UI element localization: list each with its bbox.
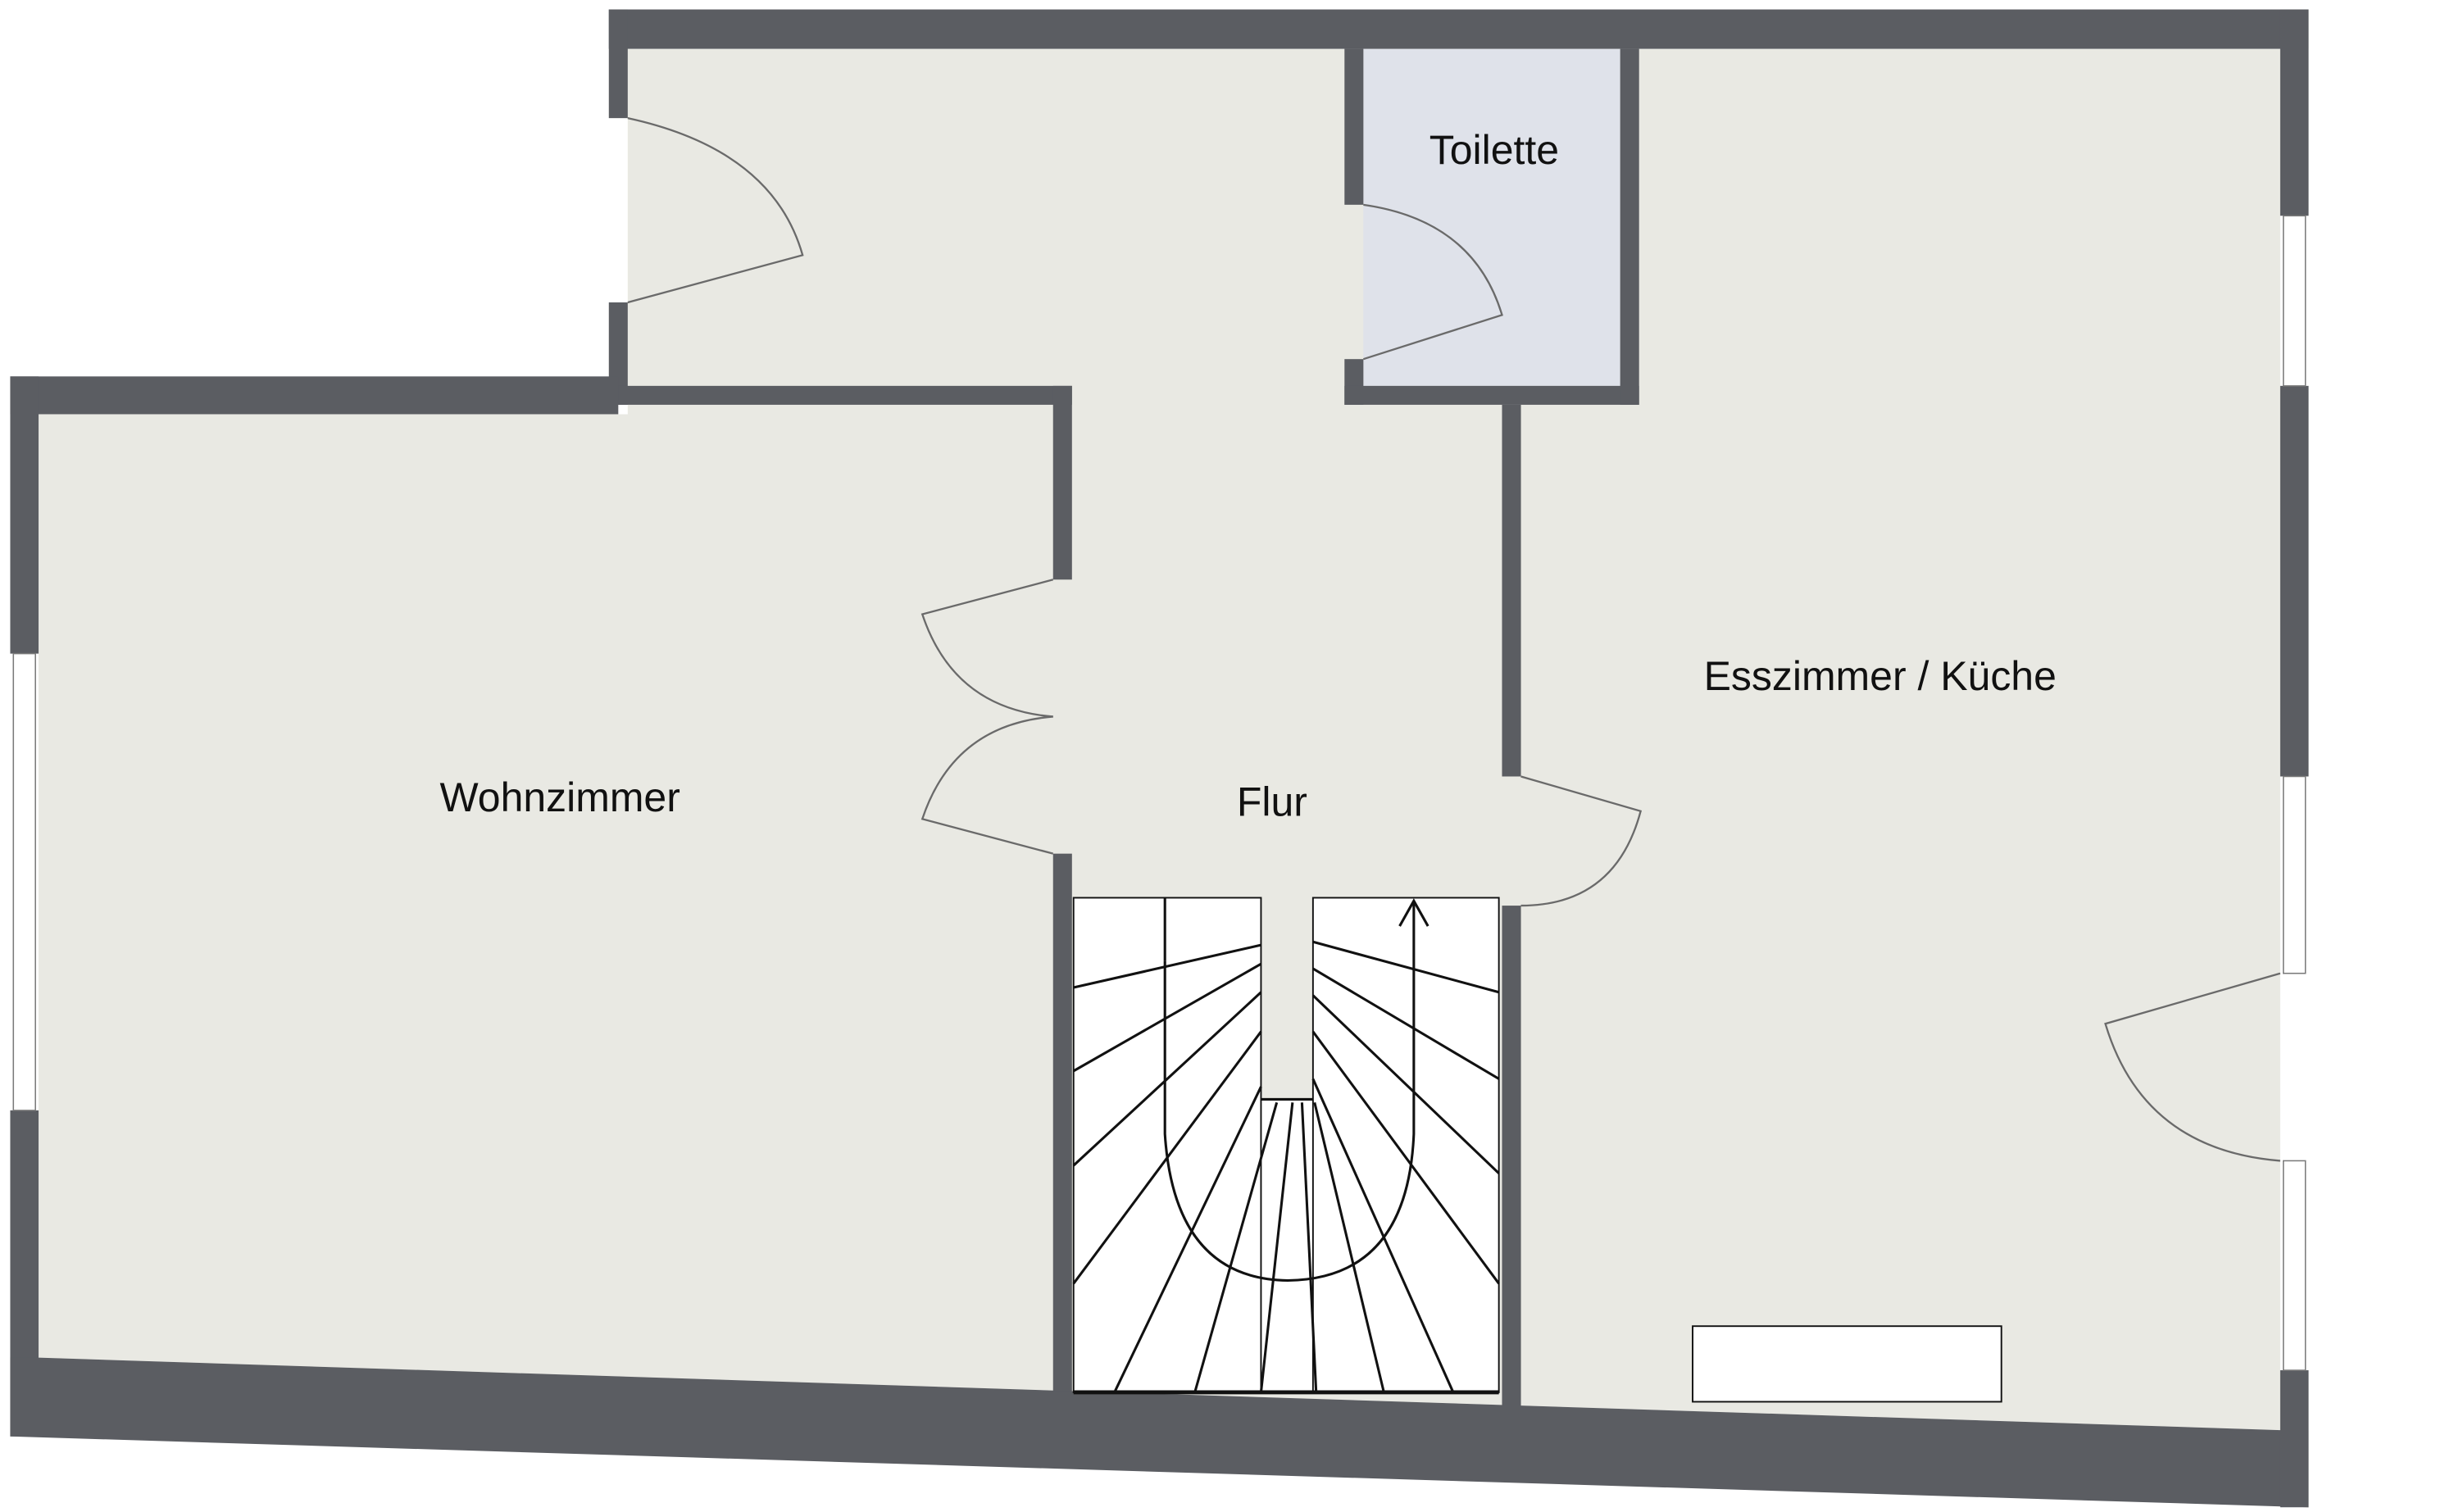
room-label-wohnzimmer: Wohnzimmer — [440, 774, 680, 820]
room-label-toilette: Toilette — [1429, 127, 1559, 173]
room-label-esszimmer: Esszimmer / Küche — [1704, 653, 2057, 699]
walls — [10, 9, 2309, 1508]
stair-treads — [1072, 897, 1500, 1395]
window-kueche-3 — [2282, 1160, 2307, 1371]
floor-area — [39, 48, 2280, 1431]
kitchen-fixture — [1692, 1325, 2002, 1403]
toilet-floor — [1363, 48, 1620, 386]
terrace-door — [2104, 972, 2281, 1162]
window-kueche-1 — [2282, 215, 2307, 387]
stair-walking-line — [1163, 901, 1416, 1283]
wohnzimmer-door-upper — [920, 579, 1054, 718]
stair-well — [1261, 894, 1313, 1100]
toilet-door — [1363, 203, 1503, 361]
room-label-flur: Flur — [1237, 779, 1307, 825]
stair-arrow-icon — [1398, 898, 1429, 927]
doors — [627, 117, 2281, 1162]
window-wohnzimmer — [12, 652, 36, 1111]
entrance-door — [627, 117, 804, 304]
kueche-door — [1520, 775, 1643, 907]
window-kueche-2 — [2282, 775, 2307, 974]
wohnzimmer-door-lower — [920, 715, 1054, 855]
